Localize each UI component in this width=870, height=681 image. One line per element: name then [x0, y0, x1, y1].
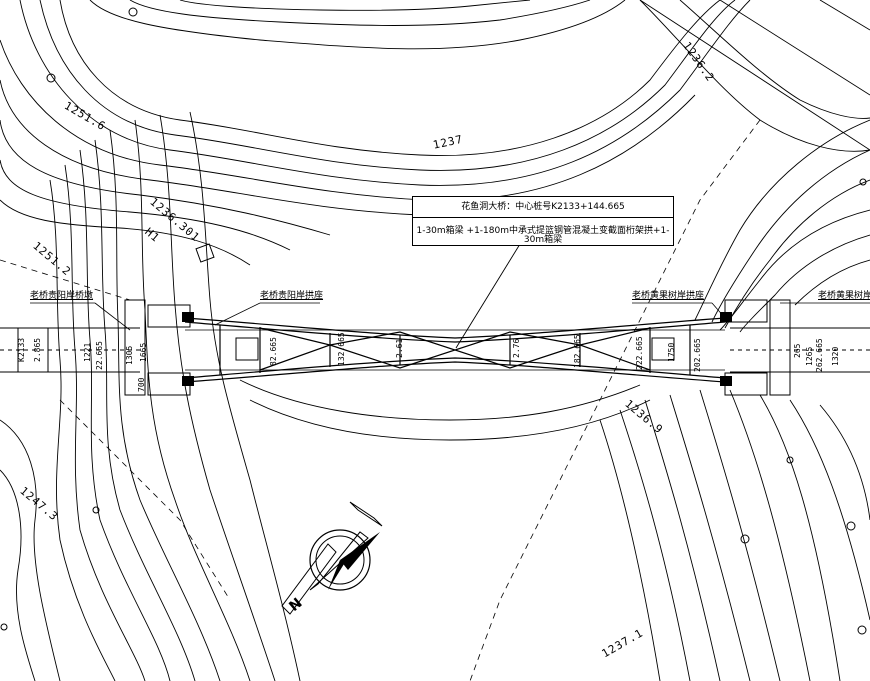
dimension-label: 182.665 [573, 334, 582, 368]
right-abutment-label: 老桥黄果树岸 [818, 291, 870, 301]
dimension-label: 1265 [805, 346, 814, 366]
dimension-label: 82.665 [269, 337, 278, 366]
dimension-label: 262.665 [815, 338, 824, 372]
compass-icon [281, 501, 383, 615]
bridge-title: 花鱼洞大桥：中心桩号K2133+144.665 [461, 202, 625, 212]
dimension-label: 1665 [139, 342, 148, 362]
dimension-label: 265 [793, 343, 802, 358]
dimension-label: 222.665 [635, 336, 644, 370]
dimension-label: 202.665 [693, 338, 702, 372]
stake-value-label: 2.865 [33, 337, 42, 362]
dimension-label: 1320 [831, 346, 840, 366]
stake-label: K2133 [17, 337, 26, 362]
right-arch-seat-label: 老桥黄果树岸拱座 [632, 291, 705, 301]
dimension-label: 700 [137, 377, 146, 392]
dimension-label: 1221 [83, 342, 92, 362]
info-box-divider [413, 217, 673, 218]
left-arch-seat-label: 老桥贵阳岸拱座 [260, 291, 324, 301]
dimension-label: 132.665 [337, 332, 346, 366]
annotation-leaders [30, 302, 870, 331]
dimension-label: 2.76 [512, 338, 521, 358]
bridge-arch [184, 317, 726, 383]
bridge-span-description: 1-30m箱梁 +1-180m中承式提篮钢管混凝土变截面桁架拱+1-30m箱梁 [416, 226, 670, 245]
dimension-label: 2.61 [395, 338, 404, 358]
bridge-info-box: 花鱼洞大桥：中心桩号K2133+144.665 1-30m箱梁 +1-180m中… [412, 196, 674, 246]
pier-fill [182, 312, 732, 386]
dimension-label: 1305 [125, 345, 134, 365]
h1-marker-box [195, 243, 215, 263]
callout-leader [455, 243, 521, 349]
dashed-reference-lines [0, 119, 761, 681]
road-lines [639, 0, 870, 151]
dimension-label: 22.665 [95, 341, 104, 370]
tree-symbols [0, 7, 867, 635]
left-abutment-label: 老桥贵阳岸桥墩 [30, 291, 94, 301]
road-strip [0, 327, 870, 373]
dimension-label: 1750 [667, 342, 676, 362]
